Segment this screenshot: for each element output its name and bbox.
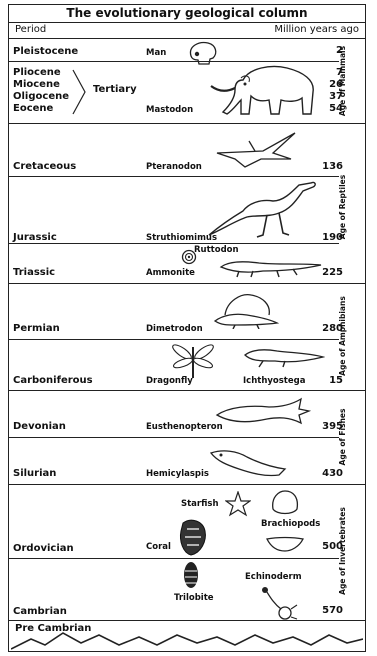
- mya-silurian: 430: [303, 468, 343, 479]
- mya-oligocene: 37: [303, 91, 343, 102]
- divider: [9, 243, 339, 244]
- organism-hemicylaspis: Hemicylaspis: [146, 469, 209, 479]
- mya-jurassic: 190: [303, 232, 343, 243]
- brachiopod-icon: [269, 489, 301, 517]
- period-oligocene: Oligocene: [13, 91, 69, 102]
- dimetrodon-icon: [213, 291, 279, 329]
- starfish-icon: [225, 491, 251, 517]
- echinoderm-icon: [259, 585, 299, 621]
- organism-ammonite: Ammonite: [146, 268, 195, 278]
- mya-devonian: 395: [303, 421, 343, 432]
- mya-pleistocene: 2: [303, 45, 343, 56]
- period-eocene: Eocene: [13, 103, 53, 114]
- ichthyostega-icon: [243, 343, 325, 369]
- period-silurian: Silurian: [13, 468, 56, 479]
- dragonfly-icon: [171, 341, 215, 379]
- coral-icon: [177, 517, 209, 557]
- period-pleistocene: Pleistocene: [13, 46, 78, 57]
- geological-column: The evolutionary geological column Perio…: [8, 4, 366, 652]
- hemicylaspis-icon: [209, 445, 289, 479]
- age-label: Age of Fishes: [338, 392, 350, 482]
- period-miocene: Miocene: [13, 79, 60, 90]
- mya-permian: 280: [303, 323, 343, 334]
- organism-starfish: Starfish: [181, 499, 219, 509]
- mya-header: Million years ago: [274, 23, 359, 37]
- divider: [9, 437, 339, 438]
- chart-title: The evolutionary geological column: [9, 5, 365, 23]
- period-ordovician: Ordovician: [13, 543, 74, 554]
- divider: [9, 558, 339, 559]
- period-triassic: Triassic: [13, 267, 55, 278]
- organism-man: Man: [146, 48, 166, 58]
- organism-brachiopods: Brachiopods: [261, 519, 320, 529]
- mya-pliocene: 7: [303, 67, 343, 78]
- age-label: Age of Reptiles: [338, 162, 350, 252]
- mya-carboniferous: 15: [303, 375, 343, 386]
- age-label: Age of Mammals: [338, 36, 350, 126]
- brachiopod-shell-icon: [265, 535, 305, 553]
- divider: [9, 484, 365, 485]
- period-permian: Permian: [13, 323, 60, 334]
- mya-eocene: 54: [303, 103, 343, 114]
- tertiary-brace: [71, 68, 89, 116]
- divider: [9, 38, 365, 39]
- organism-ruttodon: Ruttodon: [194, 245, 239, 255]
- mya-miocene: 26: [303, 79, 343, 90]
- divider: [9, 620, 365, 621]
- mya-ordovician: 500: [303, 541, 343, 552]
- organism-coral: Coral: [146, 542, 171, 552]
- pteranodon-icon: [215, 129, 299, 171]
- mya-triassic: 225: [303, 267, 343, 278]
- divider: [9, 123, 365, 124]
- period-tertiary: Tertiary: [93, 84, 137, 95]
- period-jurassic: Jurassic: [13, 232, 57, 243]
- divider: [9, 283, 365, 284]
- period-cretaceous: Cretaceous: [13, 161, 76, 172]
- organism-ichthyostega: Ichthyostega: [243, 376, 305, 386]
- ammonite-icon: [181, 249, 197, 265]
- organism-dimetrodon: Dimetrodon: [146, 324, 203, 334]
- age-label: Age of Invertebrates: [338, 506, 350, 596]
- period-header: Period: [15, 23, 46, 37]
- organism-pteranodon: Pteranodon: [146, 162, 202, 172]
- period-devonian: Devonian: [13, 421, 66, 432]
- organism-echinoderm: Echinoderm: [245, 572, 302, 582]
- mya-cretaceous: 136: [303, 161, 343, 172]
- period-cambrian: Cambrian: [13, 606, 67, 617]
- divider: [9, 390, 365, 391]
- struthiomimus-icon: [207, 177, 319, 239]
- divider: [9, 339, 339, 340]
- period-pliocene: Pliocene: [13, 67, 61, 78]
- period-carboniferous: Carboniferous: [13, 375, 93, 386]
- trilobite-icon: [183, 561, 199, 589]
- eusthenopteron-icon: [215, 395, 311, 427]
- organism-mastodon: Mastodon: [146, 105, 193, 115]
- organism-trilobite: Trilobite: [174, 593, 214, 603]
- organism-eusthenopteron: Eusthenopteron: [146, 422, 223, 432]
- mya-cambrian: 570: [303, 605, 343, 616]
- zigzag-line: [11, 625, 363, 651]
- age-label: Age of Amphibians: [338, 291, 350, 381]
